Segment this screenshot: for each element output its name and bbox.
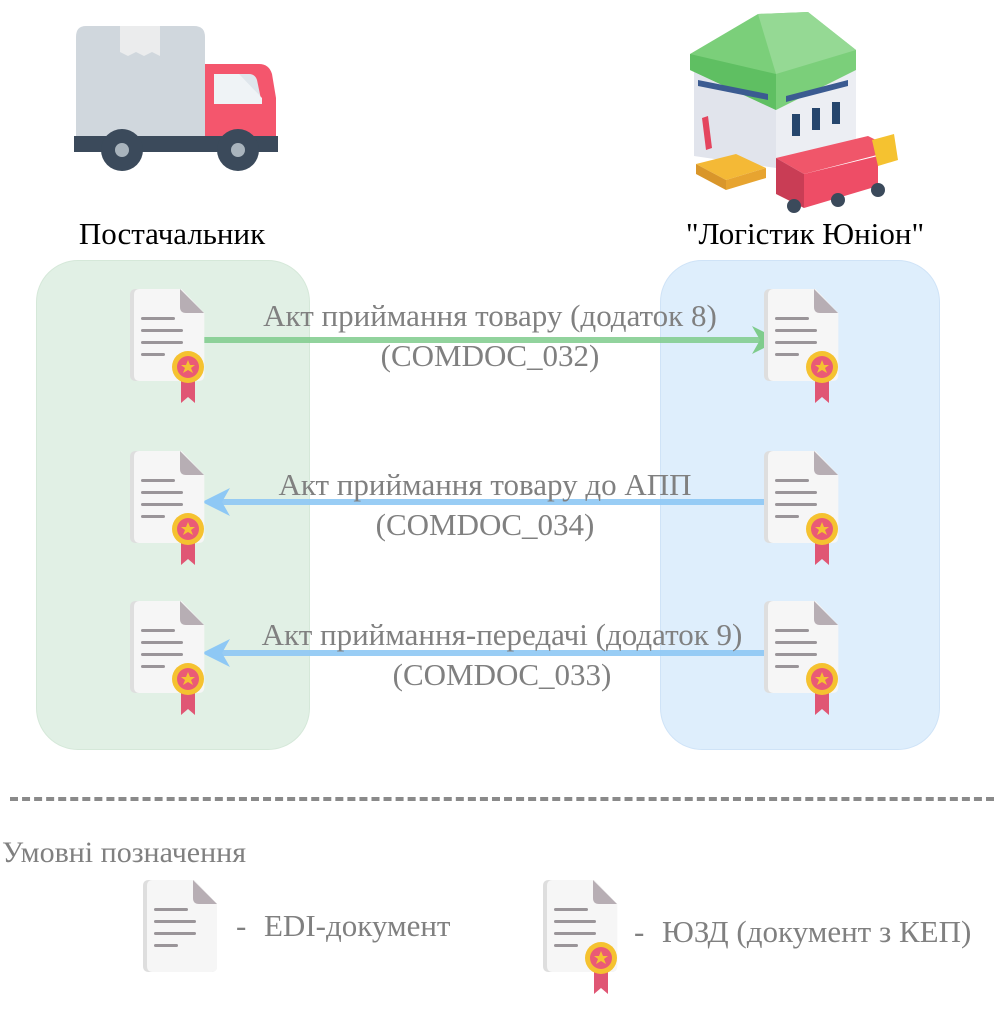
signed-document-icon (543, 880, 621, 994)
legend-edi-separator: - (236, 908, 247, 943)
supplier-label: Постачальник (78, 216, 266, 251)
flow-label-2: Акт приймання товару до АПП (COMDOC_034) (185, 465, 785, 545)
flow-label-1: Акт приймання товару (додаток 8) (COMDOC… (190, 296, 790, 376)
legend-yuzd-text: ЮЗД (документ з КЕП) (662, 914, 972, 949)
logistics-label: "Логістик Юніон" (685, 216, 925, 251)
warehouse-icon (688, 10, 902, 220)
flow-label-3: Акт приймання-передачі (додаток 9) (COMD… (202, 615, 802, 695)
flow-label-3-title: Акт приймання-передачі (додаток 9) (261, 617, 743, 652)
flow-label-1-code: (COMDOC_032) (380, 338, 600, 373)
legend-yuzd-separator: - (634, 914, 645, 949)
flow-label-2-code: (COMDOC_034) (375, 507, 595, 542)
legend-edi-text: EDI-документ (264, 908, 451, 943)
flow-arrow-3 (202, 639, 766, 667)
delivery-truck-icon (74, 26, 278, 174)
legend-divider (10, 797, 994, 801)
flow-label-1-title: Акт приймання товару (додаток 8) (263, 298, 717, 333)
flow-arrow-2 (202, 488, 766, 516)
signed-document-icon (130, 601, 208, 715)
flow-arrows (202, 326, 780, 667)
legend-title: Умовні позначення (2, 836, 247, 869)
edi-document-icon (143, 880, 217, 972)
flow-label-3-code: (COMDOC_033) (392, 657, 612, 692)
flow-label-2-title: Акт приймання товару до АПП (278, 467, 692, 502)
